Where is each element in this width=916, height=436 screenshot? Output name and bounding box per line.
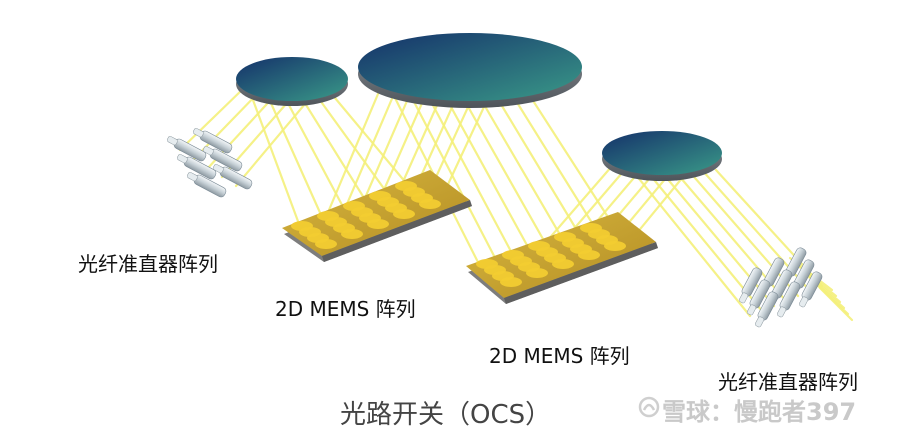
mems-cell <box>578 250 600 260</box>
collimator <box>747 279 771 316</box>
mirror-left <box>236 57 348 106</box>
snowball-logo-icon <box>638 396 660 418</box>
mems-array-right <box>466 212 658 304</box>
collimator <box>799 271 823 308</box>
mems-cell <box>552 259 574 269</box>
collimator <box>212 164 253 190</box>
mems-cell <box>341 229 363 239</box>
mems-array-left <box>282 170 472 262</box>
collimator <box>176 154 217 180</box>
collimator <box>202 146 243 172</box>
light-beam <box>494 94 592 254</box>
light-beam <box>818 286 854 322</box>
mems-cell <box>419 199 441 209</box>
mirror-right <box>602 131 722 181</box>
light-beam <box>409 94 507 279</box>
collimator <box>777 281 801 318</box>
label-mems-left: 2D MEMS 阵列 <box>275 297 416 321</box>
collimator <box>192 128 233 154</box>
light-beam <box>686 168 800 298</box>
light-beam <box>248 90 304 234</box>
collimator <box>739 267 763 304</box>
label-collimator-right: 光纤准直器阵列 <box>718 370 858 394</box>
light-beam <box>460 94 558 264</box>
light-beam <box>630 168 752 318</box>
collimator <box>755 291 779 328</box>
mems-cell <box>393 209 415 219</box>
mems-cell <box>500 277 522 287</box>
mems-cell <box>604 241 626 251</box>
collimator <box>186 172 227 198</box>
light-beam <box>280 90 352 222</box>
light-beam <box>264 90 328 228</box>
label-collimator-left: 光纤准直器阵列 <box>78 252 218 276</box>
light-beam <box>296 90 376 216</box>
diagram-title: 光路开关（OCS） <box>340 400 552 430</box>
mems-cell <box>526 268 548 278</box>
mirror-center <box>358 33 582 108</box>
collimator-array-right <box>739 247 823 328</box>
label-mems-right: 2D MEMS 阵列 <box>489 344 630 368</box>
collimator-array-left <box>166 128 253 198</box>
light-beam <box>234 96 312 188</box>
mems-cell <box>367 219 389 229</box>
light-beam <box>644 168 764 313</box>
collimator <box>166 136 207 162</box>
light-beam <box>426 94 524 274</box>
watermark: 雪球：慢跑者397 <box>662 398 857 426</box>
light-beam <box>658 168 776 308</box>
light-beam <box>178 84 248 152</box>
light-beam <box>443 94 541 269</box>
mems-cell <box>315 239 337 249</box>
